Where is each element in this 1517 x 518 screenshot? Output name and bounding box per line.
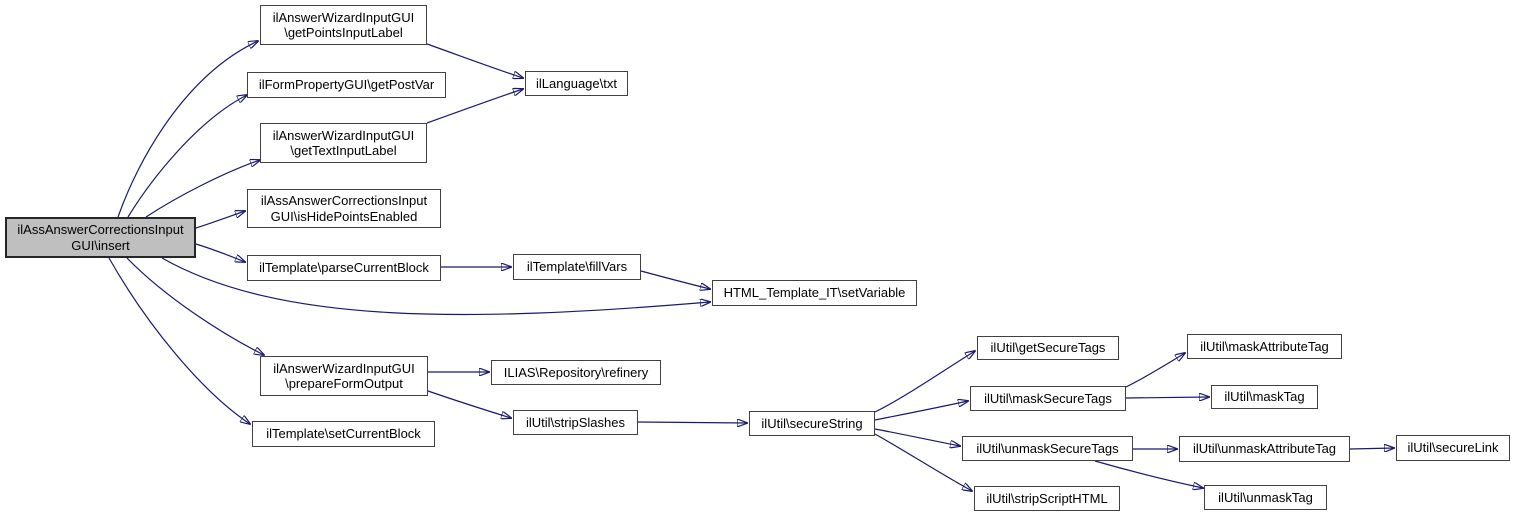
node-unmaskAttributeTag-label: ilUtil\unmaskAttributeTag <box>1192 441 1337 457</box>
node-maskTag-label: ilUtil\maskTag <box>1224 389 1305 405</box>
edge-maskSecureTags-maskAttributeTag <box>1125 353 1185 388</box>
edge-secureString-unmaskSecureTags <box>874 428 960 446</box>
node-maskAttributeTag[interactable]: ilUtil\maskAttributeTag <box>1187 334 1342 359</box>
node-unmaskTag[interactable]: ilUtil\unmaskTag <box>1204 485 1327 510</box>
node-txt[interactable]: ilLanguage\txt <box>525 71 628 96</box>
node-getPointsInputLabel[interactable]: ilAnswerWizardInputGUI \getPointsInputLa… <box>260 5 427 45</box>
edge-insert-getPostVar <box>127 95 247 218</box>
node-getPostVar[interactable]: ilFormPropertyGUI\getPostVar <box>247 72 446 98</box>
edge-insert-isHidePointsEnabled <box>195 211 245 229</box>
edge-secureString-maskSecureTags <box>874 401 968 421</box>
edge-prepareFormOutput-stripSlashes <box>427 390 511 418</box>
edge-getTextInputLabel-txt <box>426 89 523 124</box>
edge-insert-prepareFormOutput <box>126 257 264 355</box>
node-insert-label: ilAssAnswerCorrectionsInput GUI\insert <box>17 222 184 253</box>
edge-insert-getPointsInputLabel <box>117 41 258 218</box>
edge-unmaskAttributeTag-secureLink <box>1349 448 1394 449</box>
node-getSecureTags-label: ilUtil\getSecureTags <box>990 340 1106 356</box>
node-setCurrentBlock[interactable]: ilTemplate\setCurrentBlock <box>252 421 435 447</box>
node-maskAttributeTag-label: ilUtil\maskAttributeTag <box>1200 338 1329 354</box>
node-unmaskSecureTags[interactable]: ilUtil\unmaskSecureTags <box>962 436 1133 461</box>
node-refinery[interactable]: ILIAS\Repository\refinery <box>491 360 661 385</box>
edge-unmaskSecureTags-unmaskTag <box>1094 460 1203 488</box>
node-fillVars-label: ilTemplate\fillVars <box>526 259 628 275</box>
node-secureString[interactable]: ilUtil\secureString <box>749 411 875 436</box>
edge-stripSlashes-secureString <box>637 422 747 423</box>
node-unmaskAttributeTag[interactable]: ilUtil\unmaskAttributeTag <box>1179 436 1350 462</box>
node-maskSecureTags-label: ilUtil\maskSecureTags <box>984 390 1112 406</box>
node-stripSlashes[interactable]: ilUtil\stripSlashes <box>513 410 638 435</box>
node-stripScriptHTML-label: ilUtil\stripScriptHTML <box>986 490 1108 506</box>
node-insert: ilAssAnswerCorrectionsInput GUI\insert <box>5 217 196 258</box>
node-setCurrentBlock-label: ilTemplate\setCurrentBlock <box>266 426 421 442</box>
node-maskSecureTags[interactable]: ilUtil\maskSecureTags <box>970 386 1126 411</box>
edge-insert-setCurrentBlock <box>108 257 250 424</box>
node-refinery-label: ILIAS\Repository\refinery <box>503 364 649 380</box>
node-secureString-label: ilUtil\secureString <box>761 415 863 431</box>
edge-secureString-getSecureTags <box>874 351 975 413</box>
node-secureLink[interactable]: ilUtil\secureLink <box>1396 435 1510 461</box>
node-getTextInputLabel-label: ilAnswerWizardInputGUI \getTextInputLabe… <box>272 127 415 158</box>
node-unmaskTag-label: ilUtil\unmaskTag <box>1218 489 1313 505</box>
node-parseCurrentBlock[interactable]: ilTemplate\parseCurrentBlock <box>247 255 441 281</box>
edge-secureString-stripScriptHTML <box>874 433 972 491</box>
edge-insert-parseCurrentBlock <box>195 243 245 262</box>
node-getPostVar-label: ilFormPropertyGUI\getPostVar <box>258 77 435 93</box>
node-stripScriptHTML[interactable]: ilUtil\stripScriptHTML <box>974 486 1120 511</box>
node-parseCurrentBlock-label: ilTemplate\parseCurrentBlock <box>259 260 429 276</box>
edge-insert-getTextInputLabel <box>145 160 260 218</box>
edge-maskSecureTags-maskTag <box>1125 397 1209 398</box>
node-getSecureTags[interactable]: ilUtil\getSecureTags <box>977 336 1119 360</box>
node-setVariable[interactable]: HTML_Template_IT\setVariable <box>712 280 917 306</box>
node-prepareFormOutput[interactable]: ilAnswerWizardInputGUI \prepareFormOutpu… <box>260 356 428 396</box>
node-isHidePointsEnabled[interactable]: ilAssAnswerCorrectionsInput GUI\isHidePo… <box>247 189 441 228</box>
node-secureLink-label: ilUtil\secureLink <box>1407 440 1499 456</box>
node-getPointsInputLabel-label: ilAnswerWizardInputGUI \getPointsInputLa… <box>272 9 415 40</box>
node-setVariable-label: HTML_Template_IT\setVariable <box>723 285 906 301</box>
node-fillVars[interactable]: ilTemplate\fillVars <box>513 254 641 280</box>
edge-getPointsInputLabel-txt <box>426 43 523 78</box>
node-prepareFormOutput-label: ilAnswerWizardInputGUI \prepareFormOutpu… <box>273 360 415 391</box>
node-getTextInputLabel[interactable]: ilAnswerWizardInputGUI \getTextInputLabe… <box>260 123 427 163</box>
node-txt-label: ilLanguage\txt <box>536 75 617 91</box>
edge-insert-setVariable <box>161 257 710 316</box>
edge-fillVars-setVariable <box>640 270 710 289</box>
node-maskTag[interactable]: ilUtil\maskTag <box>1211 385 1318 409</box>
node-unmaskSecureTags-label: ilUtil\unmaskSecureTags <box>976 440 1119 456</box>
node-isHidePointsEnabled-label: ilAssAnswerCorrectionsInput GUI\isHidePo… <box>260 193 428 224</box>
node-stripSlashes-label: ilUtil\stripSlashes <box>526 414 625 430</box>
